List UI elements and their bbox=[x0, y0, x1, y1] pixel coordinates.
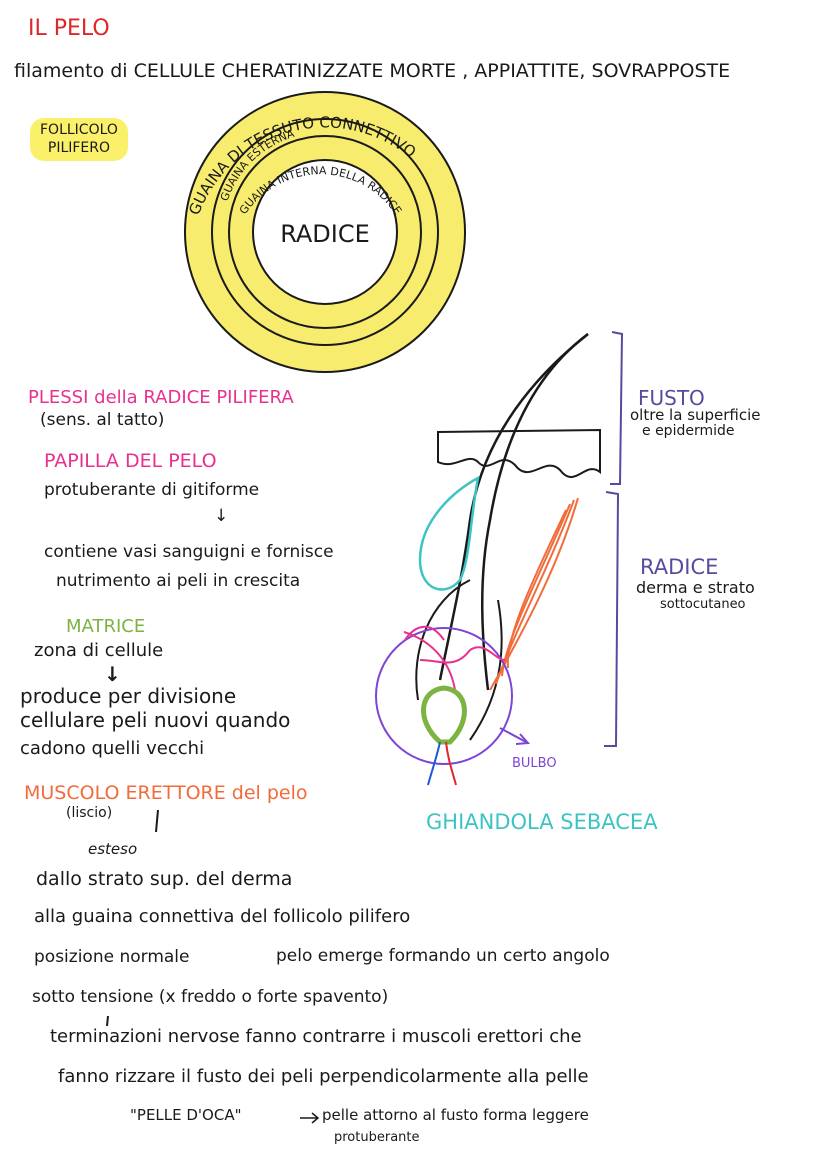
radice-line1: derma e strato bbox=[636, 578, 755, 597]
artery bbox=[445, 741, 457, 786]
follicle-outline bbox=[415, 579, 503, 741]
bulb-arrow bbox=[499, 727, 527, 743]
nerve-plexus bbox=[403, 625, 506, 691]
root-core bbox=[252, 159, 398, 305]
muscolo-title: MUSCOLO ERETTORE del pelo bbox=[24, 782, 308, 804]
muscolo-liscio: (liscio) bbox=[66, 805, 113, 821]
plessi-title: PLESSI della RADICE PILIFERA bbox=[28, 387, 294, 408]
papilla-line3: nutrimento ai peli in crescita bbox=[56, 571, 301, 591]
radice-center-label: RADICE bbox=[280, 220, 370, 248]
muscolo-line7c: protuberante bbox=[334, 1130, 420, 1145]
matrice-line4: cadono quelli vecchi bbox=[20, 738, 205, 759]
muscolo-line1: dallo strato sup. del derma bbox=[36, 868, 293, 890]
follicle-label: FOLLICOLO PILIFERO bbox=[30, 118, 128, 161]
page-title: IL PELO bbox=[28, 16, 110, 41]
follicle-label-line1: FOLLICOLO bbox=[40, 122, 118, 138]
muscolo-esteso: esteso bbox=[88, 840, 138, 858]
vein bbox=[427, 741, 441, 786]
radice-bracket bbox=[604, 491, 620, 747]
muscolo-line3a: posizione normale bbox=[34, 947, 190, 967]
bulb-circle bbox=[375, 627, 513, 765]
fusto-bracket bbox=[610, 331, 624, 485]
muscolo-line7b: pelle attorno al fusto forma leggere bbox=[322, 1106, 589, 1124]
sebaceous-gland bbox=[418, 475, 480, 591]
liscio-connector bbox=[155, 809, 159, 833]
bulbo-label: BULBO bbox=[512, 756, 557, 771]
fusto-line1: oltre la superficie bbox=[630, 406, 761, 424]
epidermis-block bbox=[437, 428, 601, 478]
fusto-title: FUSTO bbox=[638, 386, 705, 410]
fusto-line2: e epidermide bbox=[642, 423, 735, 439]
papilla-title: PAPILLA DEL PELO bbox=[44, 450, 217, 472]
muscolo-line5: terminazioni nervose fanno contrarre i m… bbox=[50, 1026, 582, 1047]
matrice-arrow: ↓ bbox=[104, 662, 121, 686]
papilla-arrow: ↓ bbox=[214, 506, 229, 526]
radice-title: RADICE bbox=[640, 555, 719, 579]
matrice-line3: cellulare peli nuovi quando bbox=[20, 708, 291, 732]
muscolo-line4: sotto tensione (x freddo o forte spavent… bbox=[32, 987, 389, 1007]
matrice-title: MATRICE bbox=[66, 616, 146, 637]
papilla-line2: contiene vasi sanguigni e fornisce bbox=[44, 542, 334, 562]
matrice-line2: produce per divisione bbox=[20, 684, 237, 708]
plessi-note: (sens. al tatto) bbox=[40, 410, 165, 430]
muscolo-line2: alla guaina connettiva del follicolo pil… bbox=[34, 906, 411, 927]
ghiandola-label: GHIANDOLA SEBACEA bbox=[426, 810, 658, 834]
muscolo-line7a: "PELLE D'OCA" bbox=[130, 1106, 242, 1124]
tension-connector bbox=[106, 1015, 109, 1027]
definition-text: filamento di CELLULE CHERATINIZZATE MORT… bbox=[14, 60, 731, 82]
matrix-papilla bbox=[421, 685, 467, 745]
matrice-line1: zona di cellule bbox=[34, 640, 164, 661]
goosebumps-arrow bbox=[300, 1112, 320, 1124]
hair-shaft-right bbox=[481, 333, 589, 691]
follicle-label-line2: PILIFERO bbox=[47, 139, 111, 156]
papilla-line1: protuberante di gitiforme bbox=[44, 480, 260, 500]
bulb-arrowhead bbox=[515, 733, 531, 745]
hair-diagram bbox=[375, 331, 624, 786]
muscolo-line6: fanno rizzare il fusto dei peli perpendi… bbox=[58, 1066, 589, 1087]
muscolo-line3b: pelo emerge formando un certo angolo bbox=[276, 946, 610, 966]
radice-line2: sottocutaneo bbox=[660, 597, 746, 612]
